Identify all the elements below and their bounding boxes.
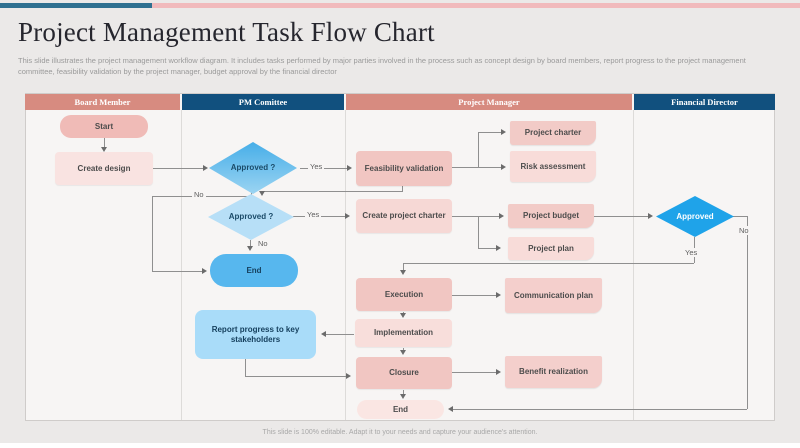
arrowhead-down-icon xyxy=(247,246,253,251)
arrowhead-right-icon xyxy=(501,129,506,135)
node-end-manager: End xyxy=(357,400,444,419)
arrowhead-down-icon xyxy=(400,394,406,399)
node-start: Start xyxy=(60,115,148,138)
arrowhead-down-icon xyxy=(101,147,107,152)
arrowhead-right-icon xyxy=(202,268,207,274)
node-end-committee: End xyxy=(210,254,298,287)
edge-approved2-no xyxy=(250,240,251,248)
edge-charter-split xyxy=(478,216,479,248)
lane-header-financial-director: Financial Director xyxy=(634,94,775,110)
page-title: Project Management Task Flow Chart xyxy=(18,17,435,47)
edge-approved1-no-end xyxy=(152,271,202,272)
node-risk-assessment: Risk assessment xyxy=(510,151,596,182)
top-accent-bar-pink xyxy=(152,3,800,8)
lane-divider xyxy=(345,110,346,420)
edge-start-createdesign xyxy=(104,138,105,150)
arrowhead-right-icon xyxy=(346,373,351,379)
arrowhead-right-icon xyxy=(347,165,352,171)
edge-to-project-charter xyxy=(478,132,501,133)
edge-closure-end xyxy=(403,390,404,395)
arrowhead-down-icon xyxy=(259,191,265,196)
edge-approvedfd-no xyxy=(747,216,748,409)
edge-to-project-plan xyxy=(478,248,496,249)
lane-header-project-manager: Project Manager xyxy=(346,94,632,110)
arrowhead-right-icon xyxy=(496,292,501,298)
node-project-budget: Project budget xyxy=(508,204,594,228)
node-implementation: Implementation xyxy=(355,319,452,347)
edge-implementation-report xyxy=(325,334,354,335)
lane-divider xyxy=(181,110,182,420)
edge-approvedfd-yes-execution xyxy=(403,263,404,271)
edge-label-no: No xyxy=(192,190,206,199)
edge-label-no: No xyxy=(737,226,751,235)
arrowhead-right-icon xyxy=(499,213,504,219)
arrowhead-down-icon xyxy=(400,270,406,275)
edge-label-yes: Yes xyxy=(308,162,325,171)
edge-feasibility-split xyxy=(452,167,501,168)
node-execution: Execution xyxy=(356,278,452,311)
edge-budget-approvedfd xyxy=(594,216,648,217)
arrowhead-left-icon xyxy=(448,406,453,412)
arrowhead-right-icon xyxy=(496,245,501,251)
edge-label-yes: Yes xyxy=(305,210,322,219)
node-communication-plan: Communication plan xyxy=(505,278,602,313)
node-project-plan: Project plan xyxy=(508,237,594,260)
arrowhead-right-icon xyxy=(501,164,506,170)
lane-header-pm-comittee: PM Comittee xyxy=(182,94,344,110)
node-project-charter: Project charter xyxy=(510,121,596,145)
top-accent-bar-blue xyxy=(0,3,152,8)
arrowhead-right-icon xyxy=(648,213,653,219)
lane-divider xyxy=(633,110,634,420)
edge-execution-commplan xyxy=(452,295,496,296)
edge-charter-split xyxy=(452,216,499,217)
node-report-progress: Report progress to key stakeholders xyxy=(195,310,316,359)
node-create-design: Create design xyxy=(55,152,153,185)
edge-implementation-closure xyxy=(403,348,404,351)
edge-createdesign-approved1 xyxy=(153,168,203,169)
node-benefit-realization: Benefit realization xyxy=(505,356,602,388)
arrowhead-down-icon xyxy=(400,350,406,355)
arrowhead-left-icon xyxy=(321,331,326,337)
edge-label-yes: Yes xyxy=(683,248,700,257)
arrowhead-right-icon xyxy=(496,369,501,375)
arrowhead-right-icon xyxy=(203,165,208,171)
slide-description: This slide illustrates the project manag… xyxy=(18,56,746,77)
edge-closure-benefit xyxy=(452,372,496,373)
edge-label-no: No xyxy=(256,239,270,248)
edge-feasibility-approved2 xyxy=(262,191,403,192)
edge-approved1-no xyxy=(152,196,153,271)
edge-feasibility-split xyxy=(478,132,479,168)
edge-report-closure xyxy=(245,359,246,376)
edge-report-closure xyxy=(245,376,346,377)
edge-approvedfd-yes-execution xyxy=(403,263,694,264)
edge-approvedfd-no xyxy=(733,216,747,217)
edge-feasibility-approved2 xyxy=(402,186,403,191)
footer-note: This slide is 100% editable. Adapt it to… xyxy=(262,429,538,436)
edge-approvedfd-no-end xyxy=(452,409,747,410)
node-closure: Closure xyxy=(356,357,452,389)
node-feasibility-validation: Feasibility validation xyxy=(356,151,452,186)
lane-header-board-member: Board Member xyxy=(25,94,180,110)
arrowhead-right-icon xyxy=(345,213,350,219)
node-create-project-charter: Create project charter xyxy=(356,199,452,233)
arrowhead-down-icon xyxy=(400,313,406,318)
